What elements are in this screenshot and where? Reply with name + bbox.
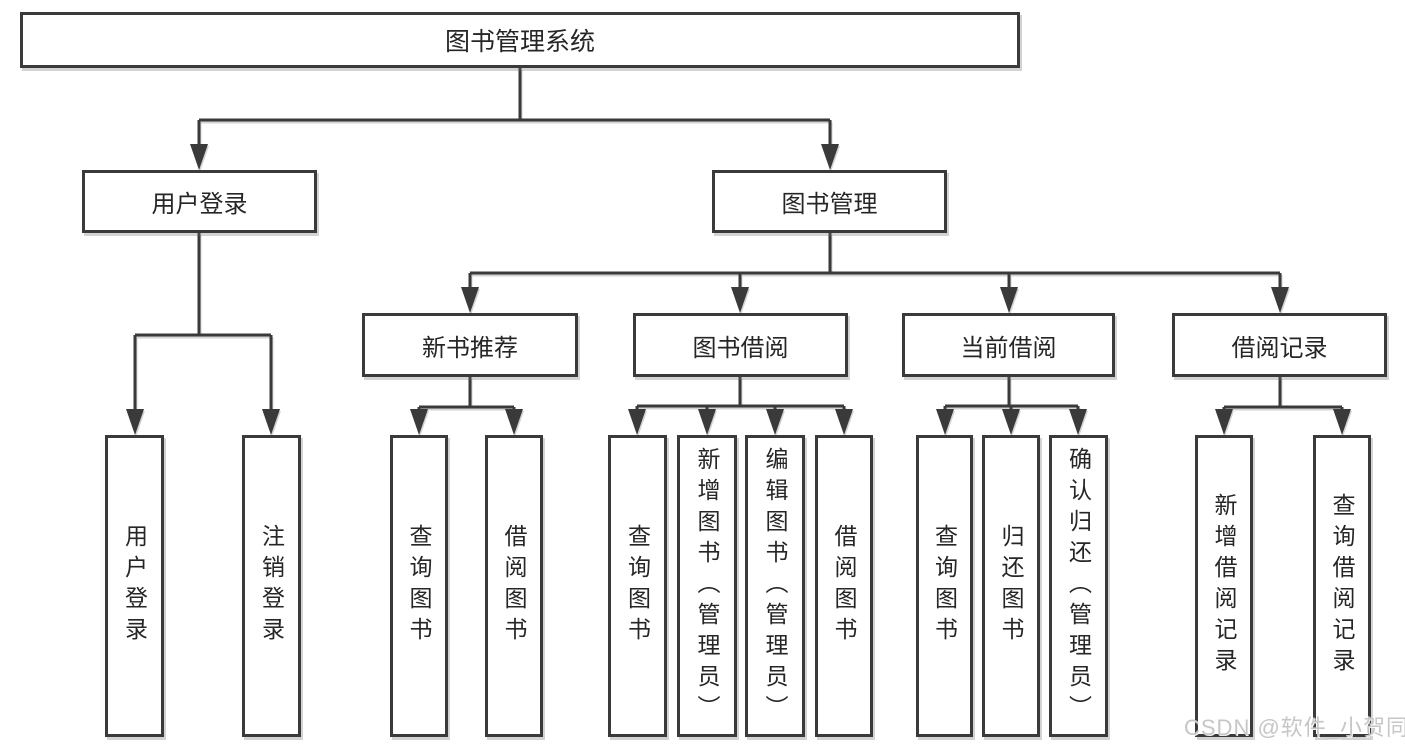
node-new-book-recommendation: 新书推荐 <box>362 313 578 377</box>
node-current-borrowing: 当前借阅 <box>902 313 1115 377</box>
leaf-query-books-recommend-label: 查询图书 <box>406 524 432 648</box>
leaf-edit-book-admin-label: 编辑图书（管理员） <box>762 446 788 726</box>
leaf-add-book-admin: 新增图书（管理员） <box>677 435 737 737</box>
leaf-add-book-admin-label: 新增图书（管理员） <box>694 446 720 726</box>
leaf-confirm-return-admin-label: 确认归还（管理员） <box>1065 446 1092 726</box>
leaf-borrow-books-recommend: 借阅图书 <box>485 435 543 737</box>
node-borrowing-records-label: 借阅记录 <box>1231 334 1328 362</box>
node-book-borrowing: 图书借阅 <box>633 313 848 377</box>
node-book-borrowing-label: 图书借阅 <box>692 334 789 362</box>
csdn-watermark: CSDN @软件_小贺同学 <box>1184 715 1405 740</box>
leaf-edit-book-admin: 编辑图书（管理员） <box>745 435 805 737</box>
leaf-query-books-recommend: 查询图书 <box>390 435 448 737</box>
leaf-return-books-label: 归还图书 <box>998 524 1024 648</box>
connector-lines <box>133 68 1344 411</box>
leaf-borrow-books: 借阅图书 <box>815 435 873 737</box>
leaf-user-login-label: 用户登录 <box>121 524 148 648</box>
node-book-management: 图书管理 <box>712 170 947 233</box>
leaf-borrow-books-label: 借阅图书 <box>831 524 857 648</box>
leaf-logout: 注销登录 <box>242 435 301 737</box>
leaf-confirm-return-admin: 确认归还（管理员） <box>1049 435 1108 737</box>
leaf-add-borrow-record: 新增借阅记录 <box>1195 435 1253 737</box>
arrowhead-icons <box>126 144 1351 435</box>
node-user-login-label: 用户登录 <box>151 191 248 218</box>
node-root: 图书管理系统 <box>20 12 1020 68</box>
node-user-login: 用户登录 <box>82 170 317 233</box>
leaf-query-books-current: 查询图书 <box>916 435 973 737</box>
leaf-query-borrow-record: 查询借阅记录 <box>1313 435 1371 737</box>
node-current-borrowing-label: 当前借阅 <box>960 334 1057 362</box>
leaf-add-borrow-record-label: 新增借阅记录 <box>1211 493 1237 679</box>
node-new-book-recommendation-label: 新书推荐 <box>422 334 518 362</box>
leaf-return-books: 归还图书 <box>982 435 1040 737</box>
node-book-management-label: 图书管理 <box>781 191 878 218</box>
node-root-label: 图书管理系统 <box>444 28 595 56</box>
leaf-query-books-borrowing-label: 查询图书 <box>624 524 651 648</box>
node-borrowing-records: 借阅记录 <box>1172 313 1387 377</box>
leaf-query-books-current-label: 查询图书 <box>931 524 958 648</box>
leaf-borrow-books-recommend-label: 借阅图书 <box>501 524 527 648</box>
leaf-user-login: 用户登录 <box>105 435 164 737</box>
leaf-query-books-borrowing: 查询图书 <box>608 435 667 737</box>
leaf-query-borrow-record-label: 查询借阅记录 <box>1329 493 1355 679</box>
leaf-logout-label: 注销登录 <box>258 524 285 648</box>
